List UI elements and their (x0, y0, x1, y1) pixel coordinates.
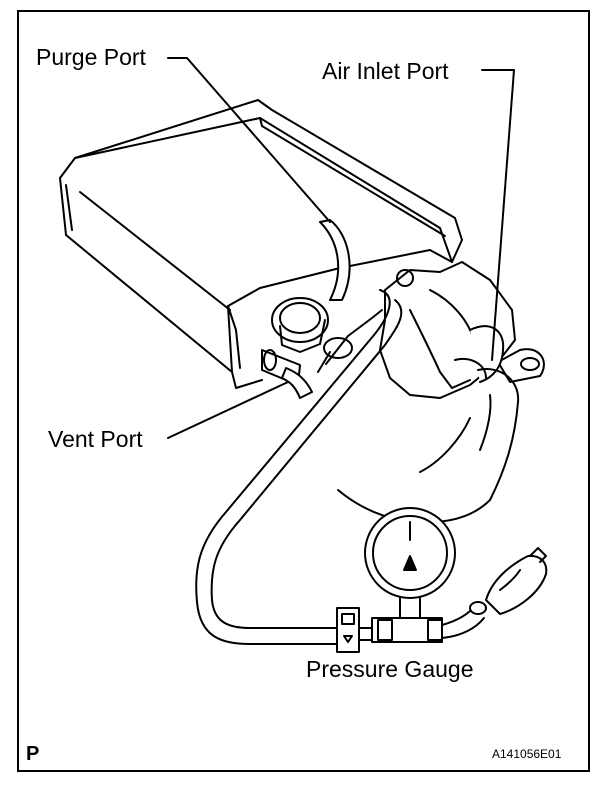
vent-port-leader (167, 381, 289, 439)
vent-port-fitting (261, 309, 383, 399)
pressure-gauge (336, 507, 456, 653)
vent-hose (195, 289, 403, 645)
purge-port-label: Purge Port (36, 44, 146, 70)
valve-assembly (379, 261, 545, 399)
air-inlet-port-leader (481, 69, 515, 361)
figure-code: A141056E01 (492, 747, 562, 761)
air-inlet-port-label: Air Inlet Port (322, 58, 449, 84)
hand (337, 325, 520, 524)
charcoal-canister (59, 99, 463, 389)
vent-port-label: Vent Port (48, 426, 143, 452)
purge-port-leader (167, 57, 331, 223)
corner-mark: P (26, 743, 40, 765)
hand-pump-bulb (441, 547, 548, 639)
pressure-gauge-label: Pressure Gauge (306, 656, 474, 682)
leader-lines (167, 57, 515, 439)
purge-port-fitting (271, 219, 351, 353)
